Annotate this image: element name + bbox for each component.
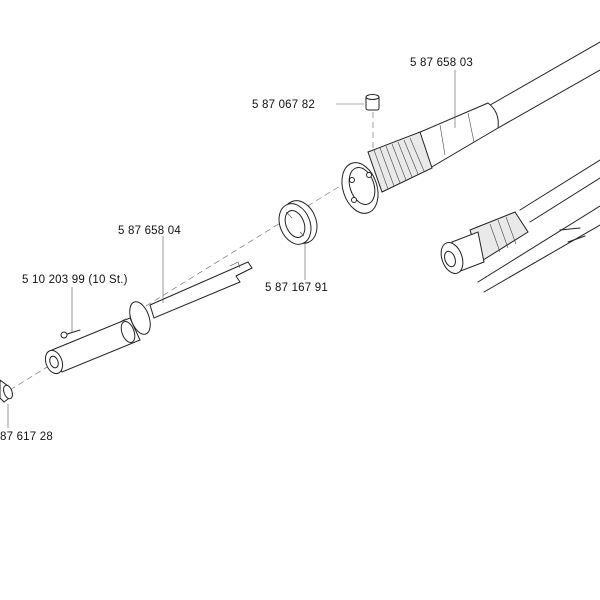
label-screw: 5 10 203 99 (10 St.) xyxy=(22,274,128,286)
tip-part xyxy=(0,379,13,403)
nut-part xyxy=(278,200,318,245)
handle-part xyxy=(341,41,600,214)
label-pin: 5 87 067 82 xyxy=(252,99,315,111)
pin-part xyxy=(365,94,380,111)
label-tip: 87 617 28 xyxy=(0,431,53,443)
connector-part xyxy=(440,159,600,293)
label-nut: 5 87 167 91 xyxy=(265,282,328,294)
label-handle: 5 87 658 03 xyxy=(410,57,473,69)
label-heater: 5 87 658 04 xyxy=(118,225,181,237)
screw-part xyxy=(60,329,81,339)
heater-part xyxy=(44,261,253,375)
